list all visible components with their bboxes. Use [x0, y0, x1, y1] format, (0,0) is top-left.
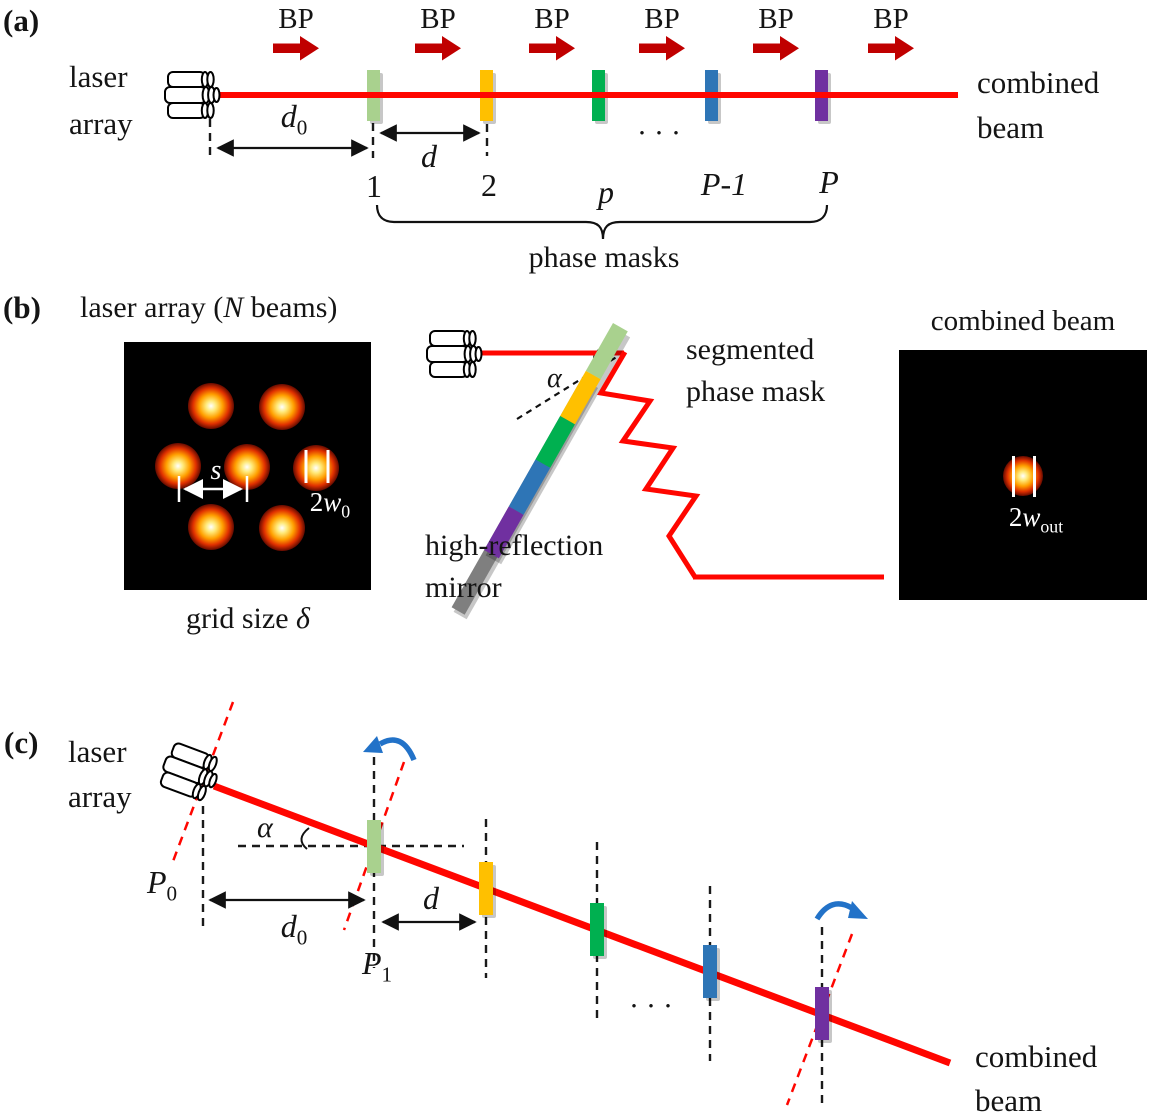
wout-bar [1033, 456, 1036, 497]
mask-number-2: 2 [481, 167, 497, 203]
phase-mask-1-swatch [367, 820, 381, 873]
d-label: d [421, 138, 437, 174]
alpha-label: α [547, 363, 562, 394]
w0-label: 2w0 [309, 487, 351, 522]
tilted-beam-line [212, 782, 952, 1067]
phase-masks-brace [375, 204, 829, 240]
bp-arrow-icon [273, 36, 319, 61]
bp-arrow-icons [273, 36, 914, 61]
beam-spot [293, 445, 339, 491]
mask-number-P: P [819, 164, 839, 200]
panel-b-label: (b) [3, 290, 41, 325]
phase-mask-P-swatch [815, 987, 829, 1040]
wout-label: 2wout [1008, 502, 1064, 537]
phase-mask-p-swatch [590, 903, 604, 956]
zigzag-beam [597, 350, 701, 579]
bp-label: BP [873, 3, 909, 35]
laser-array-icon [426, 330, 483, 378]
bp-arrow-icon [529, 36, 575, 61]
bp-arrow-icon [753, 36, 799, 61]
bp-arrow-icon [415, 36, 461, 61]
p1-label: P1 [361, 945, 393, 987]
d0-label: d0 [280, 908, 308, 950]
mask-number-p: p [598, 174, 614, 210]
mask-segment-3 [535, 416, 575, 468]
panel-a-label: (a) [3, 3, 40, 38]
combined-beam-spot [1003, 456, 1043, 496]
ellipsis-dots: • • • [639, 126, 683, 142]
wout-bar [1012, 456, 1015, 497]
rotation-arrow-icon [378, 737, 417, 762]
bp-label: BP [420, 3, 456, 35]
mask-number-1: 1 [366, 168, 382, 204]
phase-masks-label: phase masks [528, 241, 680, 274]
beam-spot [188, 504, 234, 550]
bp-arrow-icon [868, 36, 914, 61]
panel-c-diagram [155, 701, 952, 1106]
mask-segment-1 [585, 323, 628, 380]
panel-a-diagram [164, 36, 958, 240]
p0-label: P0 [146, 864, 178, 906]
d0-label: d0 [280, 98, 308, 140]
rotation-arrow-head [848, 901, 868, 919]
w0-bar [326, 450, 330, 483]
angle-arc [300, 827, 310, 850]
beam-spot [259, 505, 305, 551]
panel-b-diagram [177, 323, 1036, 620]
tilted-plane-P-dashed [785, 933, 854, 1106]
mask-segment-4 [508, 459, 551, 515]
panel-c-label: (c) [4, 725, 39, 760]
bp-label: BP [534, 3, 570, 35]
mask-segment-2 [560, 370, 601, 425]
phase-mask-2-swatch [479, 862, 493, 915]
alpha-label: α [257, 811, 273, 844]
phase-mask-row [367, 820, 832, 1043]
bp-arrow-icon [639, 36, 685, 61]
segmented-phase-mask [484, 323, 631, 565]
bp-label: BP [758, 3, 794, 35]
mask-number-P-1: P-1 [700, 166, 748, 202]
laser-array-n-beams-title: laser array (N beams) [80, 291, 338, 324]
beam-spot [259, 384, 305, 430]
rotation-arrow-icon [814, 901, 854, 921]
w0-bar [304, 450, 308, 483]
grid-size-label: grid size δ [186, 602, 310, 635]
phase-mask-pm1-swatch [703, 945, 717, 998]
mask-segment-5 [484, 506, 524, 559]
d-label: d [423, 880, 439, 916]
bp-label: BP [278, 3, 314, 35]
rotation-arrow-head [363, 736, 383, 753]
laser-array-icon [164, 71, 221, 119]
combined-beam-title: combined beam [930, 305, 1116, 337]
ellipsis-dots: • • • [631, 999, 675, 1015]
beam-spot [188, 383, 234, 429]
combined-beam-image [899, 350, 1147, 600]
bp-label: BP [644, 3, 680, 35]
s-label: s [210, 455, 222, 486]
